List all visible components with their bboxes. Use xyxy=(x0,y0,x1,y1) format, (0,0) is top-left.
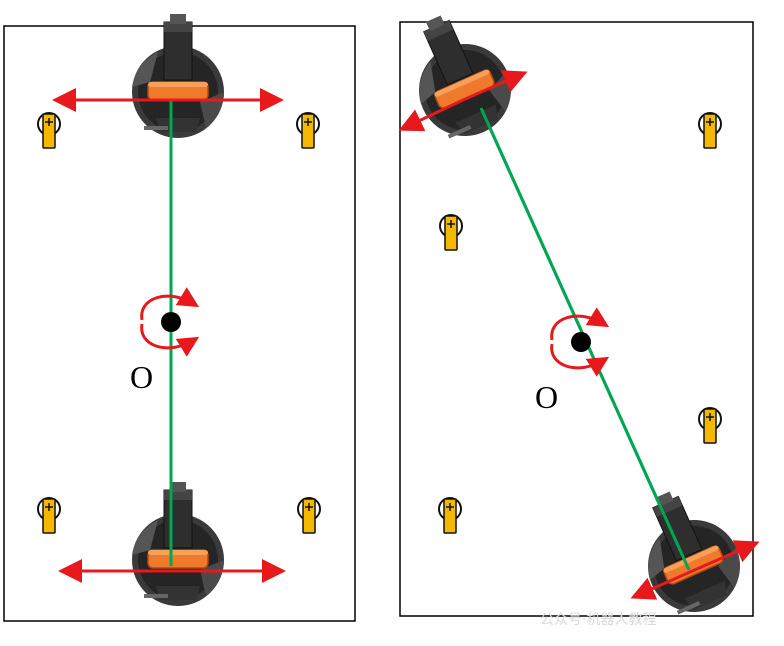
right-bottom-drive-arrow-left xyxy=(630,570,691,600)
right-panel: O xyxy=(390,0,760,628)
right-pivot-point xyxy=(571,332,591,352)
right-top-drive-arrow-left xyxy=(398,98,464,132)
watermark-text: 公众号·机器人教程 xyxy=(540,612,656,628)
right-top-drive-arrow-right xyxy=(462,70,528,102)
right-center-label: O xyxy=(535,379,558,415)
left-panel: O xyxy=(3,13,356,622)
left-center-label: O xyxy=(130,359,153,395)
right-bottom-drive-arrow-right xyxy=(689,540,760,574)
left-pivot-point xyxy=(161,312,181,332)
